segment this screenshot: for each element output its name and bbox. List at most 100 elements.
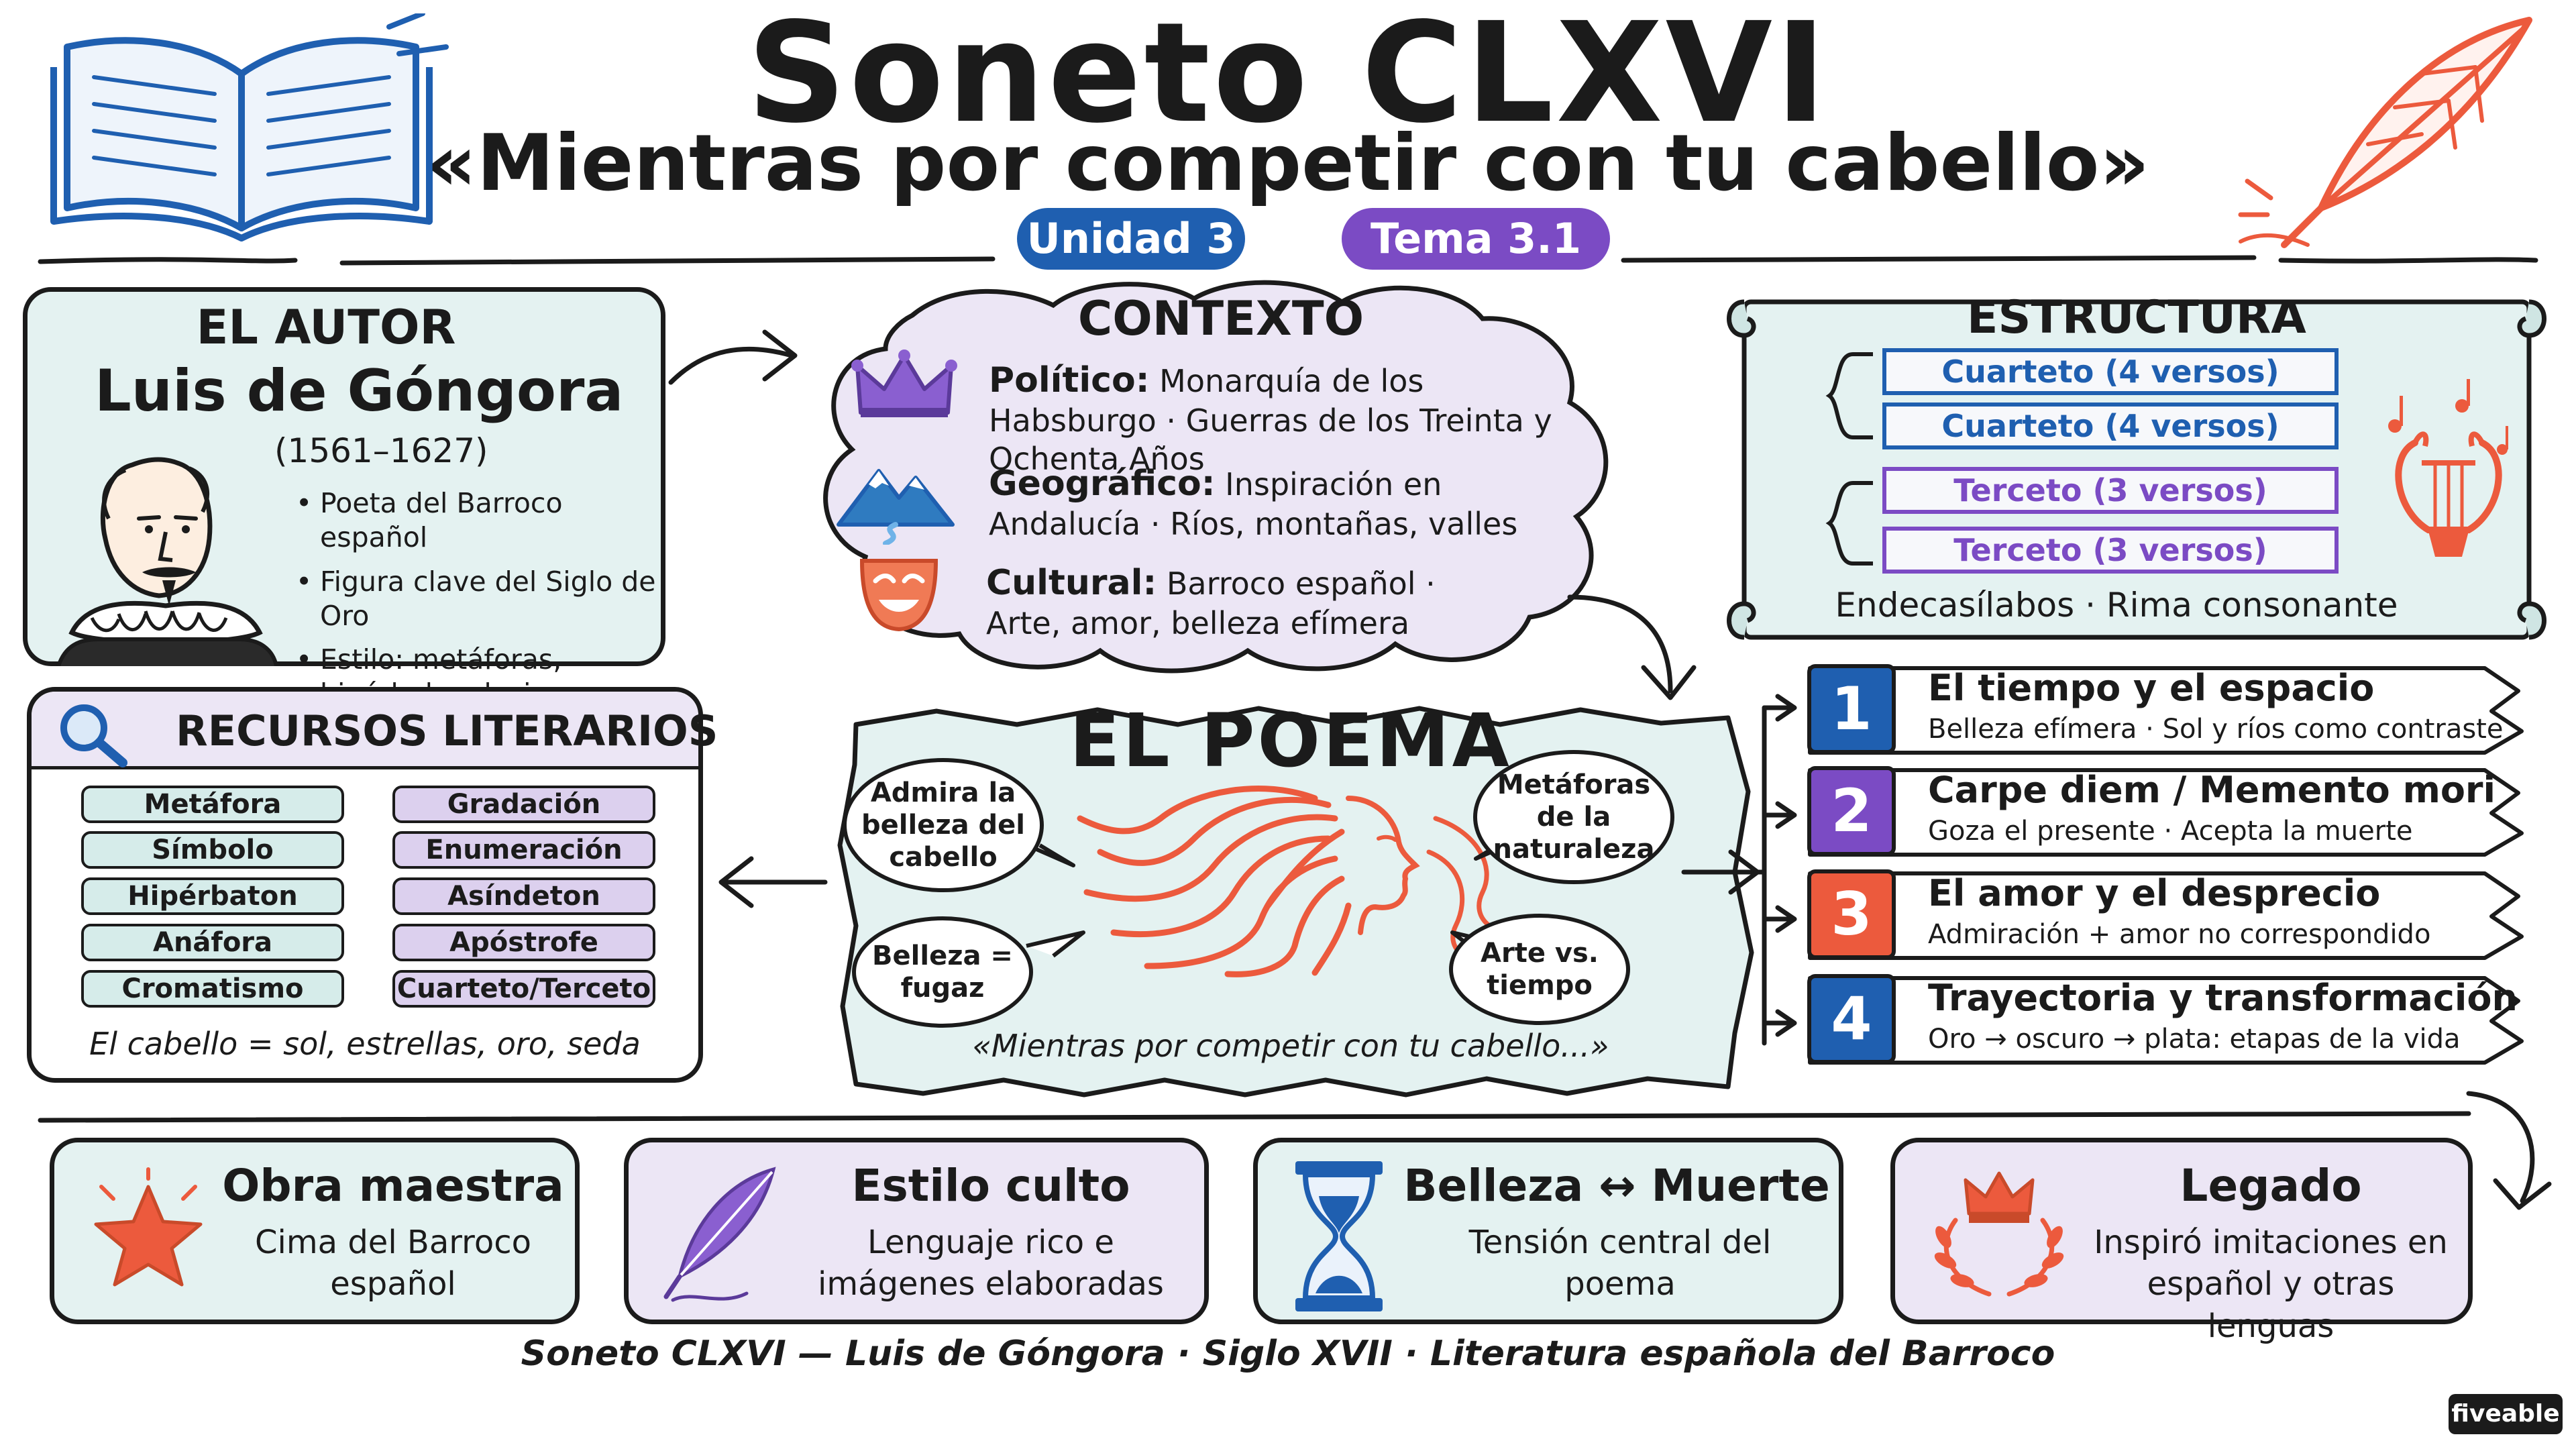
author-bullet: •Poeta del Barroco español	[296, 487, 563, 554]
theme-banner-1	[1808, 666, 2524, 755]
card-text: Lenguaje rico e imágenes elaboradas	[818, 1224, 1164, 1303]
card-text: Tensión central del poema	[1468, 1224, 1772, 1303]
context-cultural-label: Cultural:	[986, 563, 1157, 603]
poem-bubble-admira: Admira la belleza del cabello	[843, 758, 1044, 892]
resource-tag: Anáfora	[81, 924, 344, 961]
bubble-tail-3	[1026, 930, 1085, 958]
context-cloud-shape	[823, 280, 1609, 674]
theme-number-2: 2	[1807, 766, 1896, 856]
arrow-author-to-context	[668, 329, 798, 385]
lyre-icon	[2388, 379, 2508, 557]
resource-tag: Enumeración	[392, 831, 655, 869]
card-title: Estilo culto	[851, 1160, 1130, 1212]
resource-tag: Gradación	[392, 786, 655, 823]
context-geographic-text: Inspiración en Andalucía · Ríos, montaña…	[989, 466, 1518, 543]
author-panel: EL AUTOR Luis de Góngora (1561–1627) •Po…	[23, 287, 665, 745]
theme-number-1: 1	[1807, 664, 1896, 754]
card-title: Belleza ↔ Muerte	[1403, 1160, 1830, 1212]
stanza-quatrain-1: Cuarteto (4 versos)	[1882, 348, 2339, 395]
resource-tag: Símbolo	[81, 831, 344, 869]
crown-icon	[851, 350, 957, 417]
poem-heading: EL POEMA	[1069, 698, 1512, 784]
theme-item-4: 4 Trayectoria y transformación Oro → osc…	[1807, 974, 2525, 1064]
footer-caption: Soneto CLXVI — Luis de Góngora · Siglo X…	[521, 1334, 2055, 1374]
stanza-tercet-1: Terceto (3 versos)	[1882, 467, 2339, 514]
theme-item-3: 3 El amor y el desprecio Admiración + am…	[1807, 869, 2525, 959]
hourglass-icon	[1295, 1161, 1383, 1311]
page-title: Soneto CLXVI	[747, 0, 1829, 154]
resource-tag: Metáfora	[81, 786, 344, 823]
page-subtitle: «Mientras por competir con tu cabello»	[426, 118, 2150, 209]
theme-title-1: El tiempo y el espacio	[1928, 667, 2375, 709]
resource-tag: Asíndeton	[392, 877, 655, 915]
laurel-crown-icon	[1934, 1171, 2064, 1297]
context-heading: CONTEXTO	[1077, 291, 1364, 346]
stanza-brackets	[1825, 352, 1873, 566]
author-name: Luis de Góngora	[95, 358, 624, 425]
author-bullet: •Figura clave del Siglo de Oro	[296, 565, 656, 632]
context-geographic-label: Geográfico:	[989, 464, 1216, 504]
resources-header-band	[32, 692, 698, 769]
card-obra-maestra: Obra maestra Cima del Barroco español	[50, 1138, 580, 1324]
star-icon	[94, 1167, 203, 1287]
theme-subtitle-2: Goza el presente · Acepta la muerte	[1928, 816, 2413, 847]
resources-footer: El cabello = sol, estrellas, oro, seda	[89, 1026, 641, 1062]
theme-banner-2	[1808, 768, 2524, 857]
card-title: Obra maestra	[222, 1160, 564, 1212]
theme-number-3: 3	[1807, 869, 1896, 959]
stanza-tercet-2: Terceto (3 versos)	[1882, 527, 2339, 574]
quill-icon	[663, 1167, 776, 1302]
card-title: Legado	[2180, 1160, 2362, 1212]
poem-bubble-arte: Arte vs. tiempo	[1449, 914, 1630, 1025]
feather-quill-icon	[2238, 17, 2532, 248]
resource-tag: Apóstrofe	[392, 924, 655, 961]
card-text: Cima del Barroco español	[255, 1224, 531, 1303]
unit-badge: Unidad 3	[1017, 208, 1245, 270]
resources-heading: RECURSOS LITERARIOS	[176, 706, 718, 755]
resource-tag: Cromatismo	[81, 970, 344, 1008]
theme-banner-4	[1808, 976, 2524, 1065]
open-book-icon	[50, 13, 449, 241]
poem-bubble-metaforas: Metáforas de la naturaleza	[1473, 750, 1674, 884]
author-dates: (1561–1627)	[274, 431, 488, 470]
brand-logo: fiveable	[2449, 1394, 2563, 1434]
theme-subtitle-3: Admiración + amor no correspondido	[1928, 919, 2431, 950]
resources-panel: RECURSOS LITERARIOS Metáfora Símbolo Hip…	[27, 687, 718, 1083]
context-cultural-text: Barroco español · Arte, amor, belleza ef…	[986, 566, 1436, 642]
header-divider	[38, 255, 2538, 266]
theme-title-3: El amor y el desprecio	[1928, 872, 2381, 914]
context-political: Político: Monarquía de los Habsburgo · G…	[989, 360, 1579, 478]
arrow-context-to-poem	[1567, 594, 1697, 700]
arrows-poem-to-themes	[1681, 694, 1797, 1046]
resource-tag: Cuarteto/Terceto	[392, 970, 655, 1008]
theme-title-4: Trayectoria y transformación	[1928, 977, 2518, 1019]
stanza-quatrain-2: Cuarteto (4 versos)	[1882, 402, 2339, 449]
arrow-poem-to-resources	[718, 856, 828, 908]
context-political-label: Político:	[989, 360, 1150, 400]
structure-footer: Endecasílabos · Rima consonante	[1835, 586, 2398, 625]
context-cultural: Cultural: Barroco español · Arte, amor, …	[986, 562, 1496, 643]
theme-banner-3	[1808, 871, 2524, 960]
theme-item-1: 1 El tiempo y el espacio Belleza efímera…	[1807, 664, 2525, 754]
context-geographic: Geográfico: Inspiración en Andalucía · R…	[989, 463, 1579, 543]
magnifier-icon	[60, 704, 127, 767]
poem-quote: «Mientras por competir con tu cabello...…	[972, 1028, 1609, 1064]
resource-tag: Hipérbaton	[81, 877, 344, 915]
card-estilo-culto: Estilo culto Lenguaje rico e imágenes el…	[624, 1138, 1209, 1324]
theme-title-2: Carpe diem / Memento mori	[1928, 769, 2496, 811]
author-portrait-icon	[56, 457, 278, 666]
author-heading: EL AUTOR	[196, 300, 456, 355]
context-political-text: Monarquía de los Habsburgo · Guerras de …	[989, 363, 1552, 477]
theater-mask-icon	[859, 559, 938, 632]
structure-heading: ESTRUCTURA	[1967, 291, 2306, 344]
poem-bubble-belleza: Belleza = fugaz	[852, 916, 1033, 1028]
topic-badge: Tema 3.1	[1342, 208, 1610, 270]
theme-item-2: 2 Carpe diem / Memento mori Goza el pres…	[1807, 766, 2525, 856]
mountain-icon	[837, 469, 955, 545]
card-belleza-muerte: Belleza ↔ Muerte Tensión central del poe…	[1253, 1138, 1843, 1324]
theme-subtitle-4: Oro → oscuro → plata: etapas de la vida	[1928, 1024, 2461, 1055]
card-legado: Legado Inspiró imitaciones en español y …	[1890, 1138, 2473, 1345]
theme-number-4: 4	[1807, 974, 1896, 1064]
card-text: Inspiró imitaciones en español y otras l…	[2094, 1224, 2448, 1345]
theme-subtitle-1: Belleza efímera · Sol y ríos como contra…	[1928, 714, 2504, 745]
